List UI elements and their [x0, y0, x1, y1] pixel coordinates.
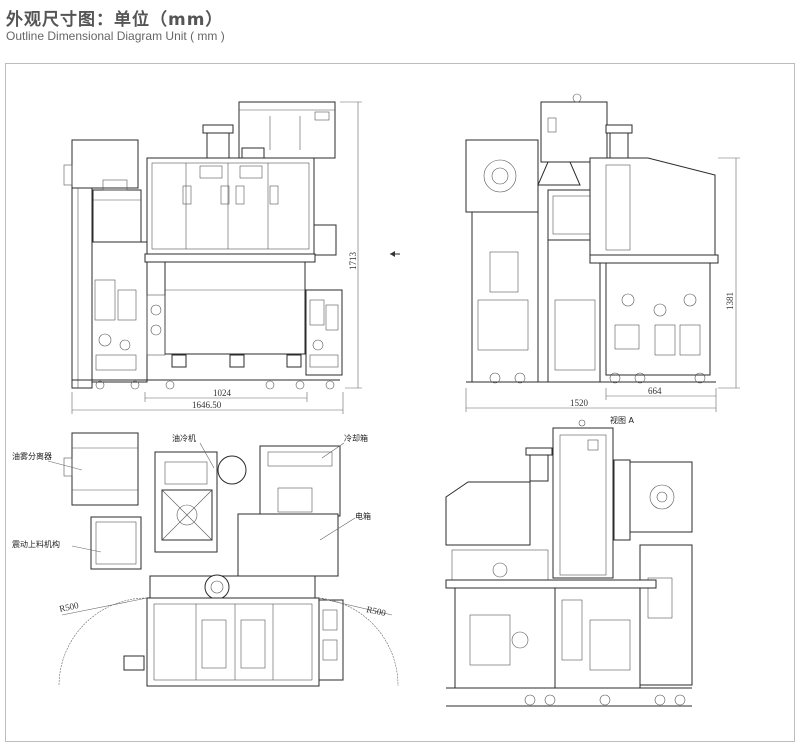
radius-right-label: R500 [366, 604, 388, 618]
side-height-dimension: 1381 [725, 292, 735, 310]
side-inner-width-dimension: 664 [648, 386, 662, 396]
label-vibration-feeder: 震动上料机构 [12, 539, 60, 549]
side-view: 1381 664 1520 [465, 93, 740, 412]
front-height-dimension: 1713 [348, 252, 358, 271]
label-oil-mist-separator: 油雾分离器 [12, 451, 52, 461]
top-view: 油雾分离器 震动上料机构 油冷机 冷却箱 电箱 [12, 432, 399, 687]
front-total-width-dimension: 1646.50 [192, 400, 222, 410]
view-a-label: 视图 A [610, 415, 635, 425]
label-cooling-box: 冷却箱 [344, 433, 368, 443]
front-inner-width-dimension: 1024 [213, 388, 232, 398]
drawing-frame [5, 63, 795, 742]
side-total-width-dimension: 1520 [570, 398, 589, 408]
page-subtitle: Outline Dimensional Diagram Unit ( mm ) [6, 29, 225, 43]
view-a: 视图 A [445, 415, 693, 707]
label-oil-cooler: 油冷机 [172, 433, 196, 443]
front-view: 1713 1024 1646.50 [63, 101, 400, 414]
radius-left-label: R500 [58, 600, 80, 614]
page-title: 外观尺寸图：单位（mm） [6, 10, 224, 30]
label-electric-box: 电箱 [355, 511, 371, 521]
